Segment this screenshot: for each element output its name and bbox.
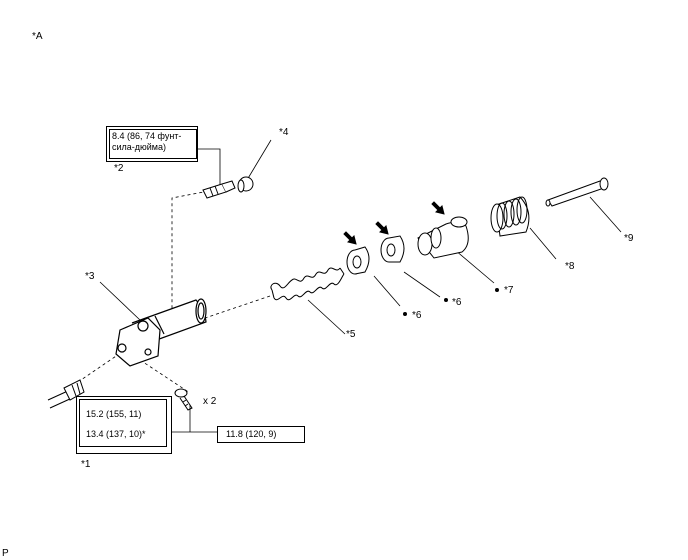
torque-value-union-b: 13.4 (137, 10)*: [86, 429, 146, 439]
bleeder-plug: [202, 180, 236, 199]
push-rod: [545, 177, 609, 207]
part-label-1: *1: [81, 459, 91, 470]
part-label-8: *8: [565, 261, 575, 272]
direction-arrows: [343, 201, 445, 245]
part-label-7: *7: [504, 285, 514, 296]
piston-cup-2: [380, 235, 405, 263]
torque-value-union-a: 15.2 (155, 11): [86, 409, 142, 419]
assembly-lines: [77, 189, 271, 394]
mounting-bolt: [174, 388, 193, 411]
reference-dot-6b: [444, 298, 448, 302]
leader-lines: [99, 139, 622, 433]
spring: [270, 267, 345, 301]
part-label-2: *2: [114, 163, 124, 174]
boot: [490, 196, 530, 237]
part-label-6a: *6: [412, 310, 422, 321]
quantity-note: x 2: [203, 396, 217, 407]
torque-value-bolt: 11.8 (120, 9): [226, 429, 277, 439]
piston: [417, 216, 469, 259]
part-label-5: *5: [346, 329, 356, 340]
torque-box-bolt: 11.8 (120, 9): [217, 426, 305, 443]
union-bolt: [47, 379, 85, 409]
cylinder-body: [115, 298, 207, 367]
part-label-4: *4: [279, 127, 289, 138]
torque-box-union: 15.2 (155, 11) 13.4 (137, 10)*: [76, 396, 172, 454]
piston-cup-1: [346, 246, 370, 275]
torque-box-bleeder: 8.4 (86, 74 фунт-сила-дюйма): [106, 126, 198, 162]
reference-dot-6a: [403, 312, 407, 316]
view-label: *A: [32, 31, 43, 42]
reference-dot-7: [495, 288, 499, 292]
part-label-3: *3: [85, 271, 95, 282]
bleeder-cap: [237, 176, 254, 193]
part-label-9: *9: [624, 233, 634, 244]
part-label-6b: *6: [452, 297, 462, 308]
torque-value-bleeder: 8.4 (86, 74 фунт-сила-дюйма): [112, 131, 182, 152]
corner-code: P: [2, 548, 9, 559]
